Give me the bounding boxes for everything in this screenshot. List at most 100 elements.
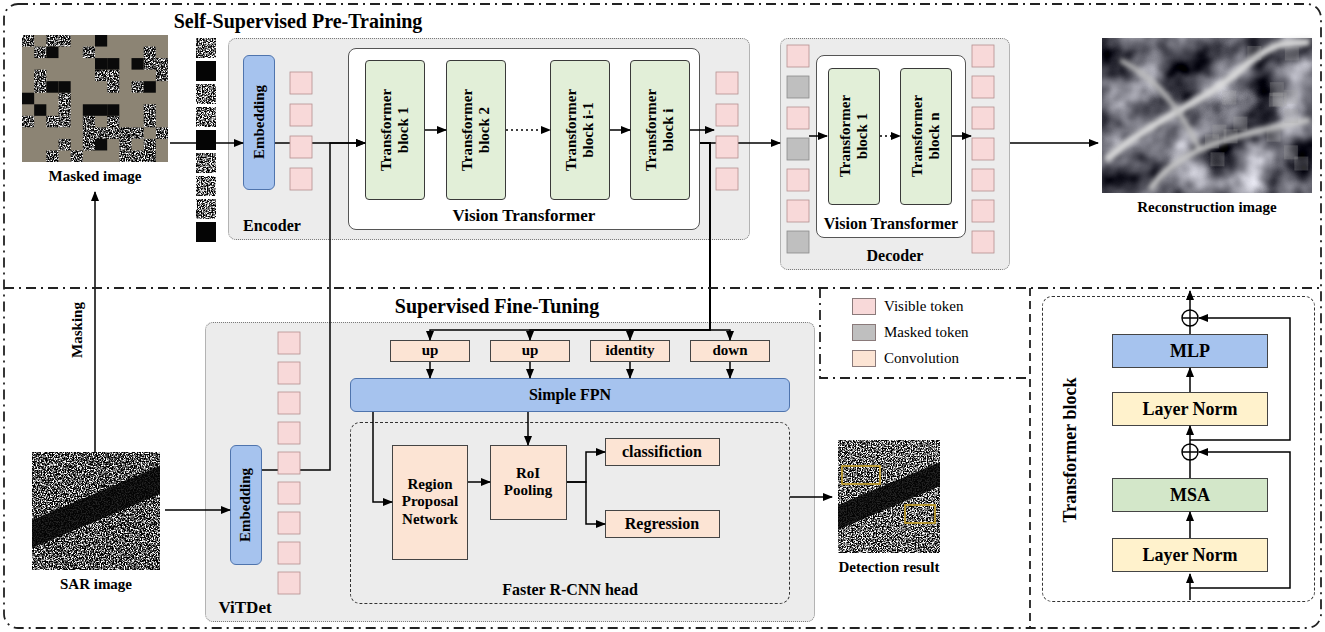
connector-arrow <box>425 129 446 131</box>
node-label: Self-Supervised Pre-Training <box>88 10 508 33</box>
connector-arrow <box>506 129 550 131</box>
residual-line <box>1190 318 1290 440</box>
token-square <box>716 104 738 126</box>
illustration-g <box>196 38 216 242</box>
node-label: RoI Pooling <box>492 465 564 500</box>
token-square <box>290 104 312 126</box>
illustration-g <box>22 35 156 150</box>
add-symbol <box>1182 444 1198 460</box>
transformer-block: Transformer block 2 <box>446 60 506 200</box>
connector-arrow <box>430 143 710 340</box>
detection-image <box>838 440 940 553</box>
conv-box: up <box>490 340 570 362</box>
token-square <box>290 72 312 94</box>
add-symbol <box>1182 310 1198 326</box>
token-square <box>972 45 994 67</box>
node-label: Regression <box>605 515 720 533</box>
legend-frame <box>820 288 1030 378</box>
node-label: Transformer block <box>1060 340 1081 560</box>
node-label: Faster R-CNN head <box>470 581 670 599</box>
vit-box: Vision Transformer Transformer block 1 Tra… <box>816 55 966 238</box>
legend-swatch <box>852 350 876 367</box>
connector-arrow <box>1189 368 1191 392</box>
detection-river <box>838 462 940 530</box>
section-divider <box>4 287 1321 289</box>
node-label: Transformer block 2 <box>459 75 494 185</box>
connector-arrow <box>729 362 731 378</box>
legend-label: Visible token <box>884 298 964 315</box>
masked-patch <box>34 104 46 116</box>
connector-arrow <box>567 452 605 482</box>
token-square <box>972 169 994 191</box>
masked-patch <box>107 104 119 116</box>
token-square <box>787 76 809 98</box>
conv-box: down <box>690 340 770 362</box>
outer-frame <box>4 4 1321 628</box>
token-square <box>278 362 300 384</box>
patch-square <box>196 222 216 242</box>
node-label: Encoder <box>232 217 312 235</box>
node-label: Transformer block 1 <box>837 81 872 191</box>
process-box: Region Proposal Network <box>392 445 468 560</box>
detection-box <box>842 466 880 484</box>
masked-image-patches <box>22 35 168 162</box>
token-square <box>278 422 300 444</box>
connector-arrow <box>262 143 365 470</box>
process-box: Regression <box>605 510 720 538</box>
token-square <box>787 200 809 222</box>
node-label: MSA <box>1115 485 1265 506</box>
connector-arrow <box>530 143 710 340</box>
node-label: up <box>490 342 570 359</box>
reconstruction-patch <box>1222 91 1236 105</box>
node-label: Decoder <box>845 247 945 265</box>
node-label: MLP <box>1115 341 1265 362</box>
patch-square <box>196 176 216 196</box>
patch-square <box>196 61 216 81</box>
masked-patch <box>144 81 156 93</box>
patch-square <box>196 38 216 58</box>
fpn-bar: Simple FPN <box>350 378 790 412</box>
token-square <box>278 482 300 504</box>
node-label: Embedding <box>237 449 254 561</box>
reconstruction-streaks <box>1106 42 1310 190</box>
node-label: Reconstruction image <box>1098 199 1316 216</box>
connector-arrow <box>610 129 630 131</box>
node-label: classifiction <box>605 443 720 461</box>
token-square <box>278 452 300 474</box>
transformer-block: Transformer block n <box>900 68 952 205</box>
vit-box: Vision TransformerTransformer block 1Tra… <box>348 48 700 230</box>
flow-arrow <box>952 135 971 137</box>
token-square <box>972 200 994 222</box>
mlp-box: MLP <box>1112 334 1268 368</box>
add-symbol <box>1182 444 1198 460</box>
illustration-path <box>1120 60 1200 150</box>
token-square <box>278 392 300 414</box>
connector-arrow <box>468 481 490 483</box>
detection-box <box>905 505 935 523</box>
illustration-g <box>1205 46 1308 171</box>
reconstruction-patch <box>1224 129 1238 143</box>
flow-line <box>1189 326 1191 334</box>
node-label: Simple FPN <box>470 386 670 404</box>
output-arrow <box>1189 291 1191 310</box>
norm-box: Layer Norm <box>1112 392 1268 426</box>
process-box: classifiction <box>605 438 720 466</box>
token-square <box>716 72 738 94</box>
node-label: Transformer block i <box>643 75 678 185</box>
node-label: Transformer block i-1 <box>563 75 598 185</box>
reconstruction-patch <box>1233 117 1247 131</box>
sar-river <box>32 466 160 548</box>
node-label: ViTDet <box>205 598 285 618</box>
masked-patch <box>95 104 107 116</box>
transformer-block: Transformer block 1 <box>828 68 880 205</box>
node-label: Vision Transformer <box>818 215 964 233</box>
masked-patch <box>107 58 119 70</box>
connector-arrow <box>790 496 832 498</box>
patch-square <box>196 130 216 150</box>
illustration-path <box>1106 42 1310 160</box>
connector-arrow <box>1189 512 1191 538</box>
reconstruction-texture <box>1102 38 1312 193</box>
patch-square <box>196 153 216 173</box>
reconstruction-patch <box>1294 157 1308 171</box>
